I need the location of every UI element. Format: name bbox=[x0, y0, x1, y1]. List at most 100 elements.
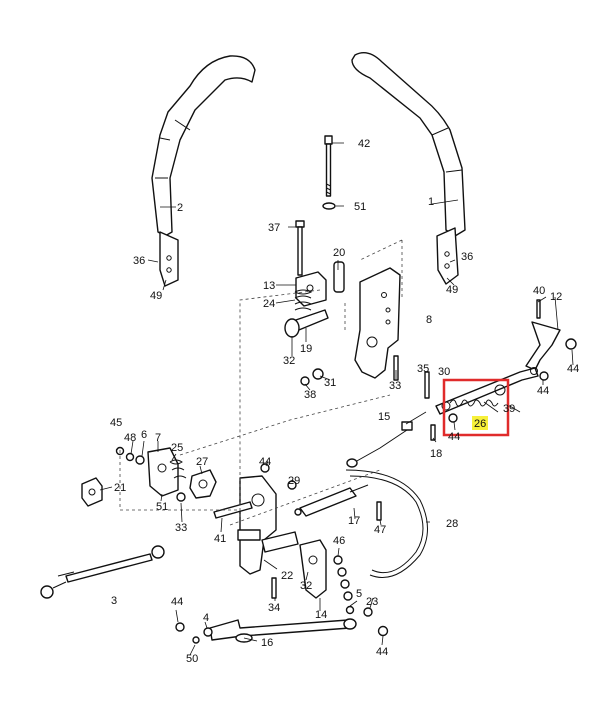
bracket-plate[interactable] bbox=[354, 267, 401, 379]
washer-50[interactable] bbox=[192, 636, 200, 644]
label-46[interactable]: 46 bbox=[333, 535, 345, 547]
label-35[interactable]: 35 bbox=[417, 363, 429, 375]
nut-stack-46[interactable] bbox=[333, 555, 353, 601]
control-cable[interactable] bbox=[345, 421, 428, 578]
label-51-left[interactable]: 51 bbox=[156, 501, 168, 513]
label-4[interactable]: 4 bbox=[203, 612, 209, 624]
bolt-40[interactable] bbox=[536, 299, 541, 319]
left-steering-handle[interactable] bbox=[151, 55, 256, 287]
bolt-34[interactable] bbox=[271, 577, 277, 599]
label-15[interactable]: 15 bbox=[378, 411, 390, 423]
bolt-18[interactable] bbox=[430, 424, 436, 441]
label-48[interactable]: 48 bbox=[124, 432, 136, 444]
label-1[interactable]: 1 bbox=[428, 196, 434, 208]
label-16[interactable]: 16 bbox=[261, 637, 273, 649]
label-25[interactable]: 25 bbox=[171, 442, 183, 454]
bolt-5[interactable] bbox=[345, 605, 355, 615]
nut-38[interactable] bbox=[300, 376, 310, 386]
label-14[interactable]: 14 bbox=[315, 609, 327, 621]
nut-29[interactable] bbox=[287, 480, 297, 490]
lower-link-rod[interactable] bbox=[209, 618, 357, 643]
label-44-spring[interactable]: 44 bbox=[448, 431, 460, 443]
label-51-upper[interactable]: 51 bbox=[354, 201, 366, 213]
pivot-clamp-27[interactable] bbox=[189, 469, 217, 499]
label-22[interactable]: 22 bbox=[281, 570, 293, 582]
label-39[interactable]: 39 bbox=[503, 403, 515, 415]
label-8[interactable]: 8 bbox=[426, 314, 432, 326]
pivot-spring[interactable] bbox=[294, 289, 313, 311]
label-40[interactable]: 40 bbox=[533, 285, 545, 297]
tie-rod[interactable] bbox=[40, 545, 165, 599]
right-steering-handle[interactable] bbox=[351, 52, 466, 285]
label-23[interactable]: 23 bbox=[366, 596, 378, 608]
label-38[interactable]: 38 bbox=[304, 389, 316, 401]
nut-44-upper[interactable] bbox=[539, 371, 549, 381]
label-44-center[interactable]: 44 bbox=[259, 456, 271, 468]
label-17[interactable]: 17 bbox=[348, 515, 360, 527]
label-5[interactable]: 5 bbox=[356, 588, 362, 600]
label-31[interactable]: 31 bbox=[324, 377, 336, 389]
bracket-21[interactable] bbox=[81, 477, 103, 507]
damper-cylinder[interactable] bbox=[294, 484, 369, 517]
nut-44-right[interactable] bbox=[565, 338, 577, 350]
label-20[interactable]: 20 bbox=[333, 247, 345, 259]
nut-44-lower-left[interactable] bbox=[175, 622, 185, 632]
label-34[interactable]: 34 bbox=[268, 602, 280, 614]
nut-23[interactable] bbox=[363, 607, 373, 617]
label-47[interactable]: 47 bbox=[374, 524, 386, 536]
label-45[interactable]: 45 bbox=[110, 417, 122, 429]
bolt-37[interactable] bbox=[295, 220, 305, 276]
label-36-left[interactable]: 36 bbox=[133, 255, 145, 267]
label-26[interactable]: 26 bbox=[474, 418, 486, 430]
bolt-33-upper[interactable] bbox=[393, 355, 399, 381]
label-3[interactable]: 3 bbox=[111, 595, 117, 607]
small-bracket-20[interactable] bbox=[333, 261, 345, 293]
washer[interactable] bbox=[322, 202, 336, 210]
label-30[interactable]: 30 bbox=[438, 366, 450, 378]
label-29[interactable]: 29 bbox=[288, 475, 300, 487]
label-12[interactable]: 12 bbox=[550, 291, 562, 303]
upper-link-arm[interactable] bbox=[435, 321, 561, 415]
label-42[interactable]: 42 bbox=[358, 138, 370, 150]
bolt-35[interactable] bbox=[424, 371, 430, 399]
label-50[interactable]: 50 bbox=[186, 653, 198, 665]
label-32-upper[interactable]: 32 bbox=[283, 355, 295, 367]
label-33-upper[interactable]: 33 bbox=[389, 380, 401, 392]
label-32-lower[interactable]: 32 bbox=[300, 580, 312, 592]
washer-6[interactable] bbox=[135, 455, 145, 465]
washer-44-center[interactable] bbox=[260, 463, 270, 473]
label-13[interactable]: 13 bbox=[263, 280, 275, 292]
label-6[interactable]: 6 bbox=[141, 429, 147, 441]
label-21[interactable]: 21 bbox=[114, 482, 126, 494]
nut-44-spring[interactable] bbox=[448, 413, 458, 423]
washer-48[interactable] bbox=[125, 452, 135, 462]
label-49-right[interactable]: 49 bbox=[446, 284, 458, 296]
label-18[interactable]: 18 bbox=[430, 448, 442, 460]
label-28[interactable]: 28 bbox=[446, 518, 458, 530]
label-41[interactable]: 41 bbox=[214, 533, 226, 545]
label-37[interactable]: 37 bbox=[268, 222, 280, 234]
nut-44-lower-right[interactable] bbox=[377, 625, 389, 637]
label-2[interactable]: 2 bbox=[177, 202, 183, 214]
label-44-lower-right[interactable]: 44 bbox=[376, 646, 388, 658]
control-lever[interactable] bbox=[237, 475, 299, 575]
label-7[interactable]: 7 bbox=[155, 432, 161, 444]
label-36-right[interactable]: 36 bbox=[461, 251, 473, 263]
nut-4[interactable] bbox=[203, 627, 213, 637]
label-19[interactable]: 19 bbox=[300, 343, 312, 355]
label-49-left[interactable]: 49 bbox=[150, 290, 162, 302]
left-pivot-assembly[interactable] bbox=[147, 447, 187, 497]
nut-31[interactable] bbox=[312, 368, 324, 380]
label-33-left[interactable]: 33 bbox=[175, 522, 187, 534]
lower-pivot-arm[interactable] bbox=[299, 539, 327, 599]
label-27[interactable]: 27 bbox=[196, 456, 208, 468]
pivot-block[interactable] bbox=[295, 271, 327, 307]
label-44-lower-left[interactable]: 44 bbox=[171, 596, 183, 608]
label-24[interactable]: 24 bbox=[263, 298, 275, 310]
long-bolt[interactable] bbox=[324, 135, 333, 197]
label-44-upper[interactable]: 44 bbox=[537, 385, 549, 397]
bolt-47[interactable] bbox=[376, 501, 382, 521]
label-44-right[interactable]: 44 bbox=[567, 363, 579, 375]
pivot-pin[interactable] bbox=[284, 309, 329, 338]
extension-spring[interactable] bbox=[441, 384, 506, 411]
